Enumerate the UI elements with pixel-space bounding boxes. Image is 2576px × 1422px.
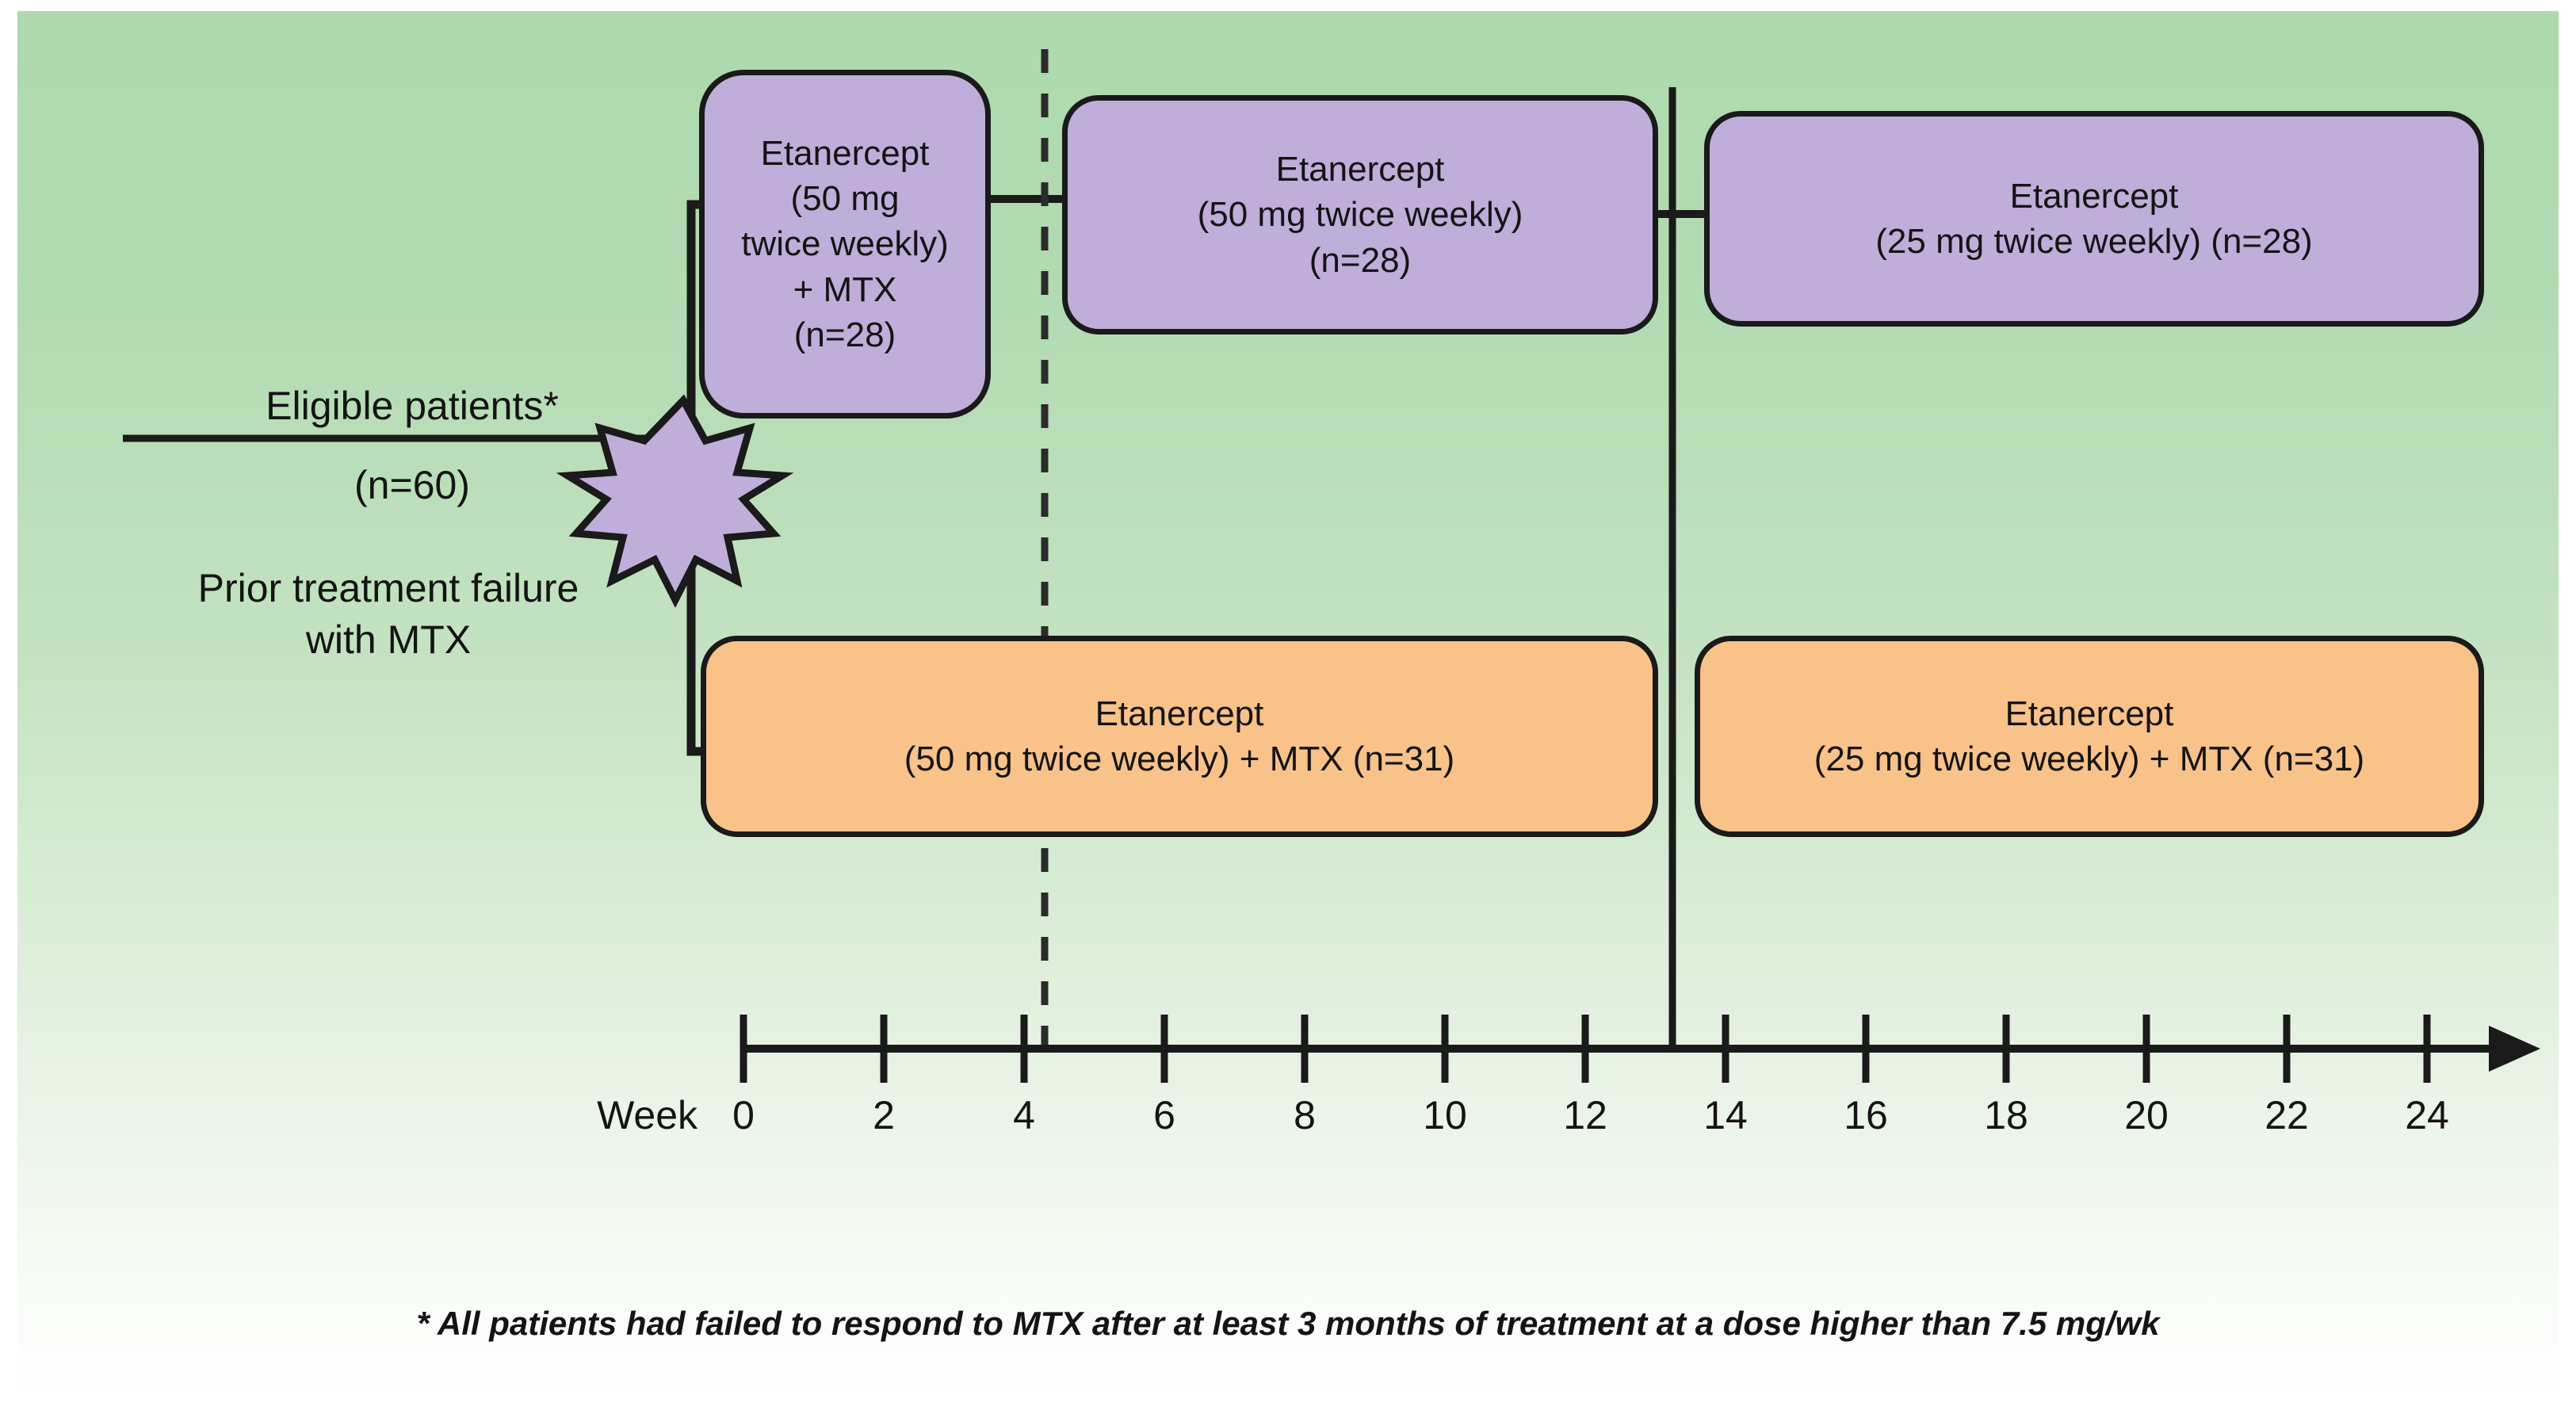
tick-label-2: 2	[873, 1093, 895, 1137]
tick-label-18: 18	[1984, 1093, 2028, 1137]
arm-box-purple-week12-24[interactable]: Etanercept (25 mg twice weekly) (n=28)	[1704, 111, 2484, 327]
timeline-axis	[740, 1015, 2540, 1083]
tick-label-6: 6	[1153, 1093, 1175, 1137]
arm-box-orange-week12-24[interactable]: Etanercept (25 mg twice weekly) + MTX (n…	[1695, 636, 2484, 837]
arm-box-purple-week0-4[interactable]: Etanercept (50 mg twice weekly) + MTX (n…	[699, 70, 991, 419]
tick-label-22: 22	[2265, 1093, 2309, 1137]
tick-label-16: 16	[1844, 1093, 1888, 1137]
eligible-patients-count: (n=60)	[354, 463, 470, 507]
arm-box-purple-week4-12[interactable]: Etanercept (50 mg twice weekly) (n=28)	[1062, 95, 1658, 334]
starburst-icon	[556, 394, 794, 608]
tick-label-24: 24	[2405, 1093, 2449, 1137]
eligible-patients-label: Eligible patients*	[266, 384, 559, 428]
tick-label-12: 12	[1563, 1093, 1607, 1137]
tick-label-8: 8	[1294, 1093, 1316, 1137]
tick-label-4: 4	[1013, 1093, 1035, 1137]
tick-label-14: 14	[1703, 1093, 1748, 1137]
tick-label-0: 0	[732, 1093, 755, 1137]
prior-treatment-failure-label: Prior treatment failure with MTX	[197, 566, 579, 662]
tick-label-10: 10	[1423, 1093, 1467, 1137]
axis-arrowhead	[2489, 1026, 2540, 1072]
tick-label-20: 20	[2124, 1093, 2169, 1137]
timeline-axis-label: Week	[597, 1093, 698, 1137]
footnote-text: * All patients had failed to respond to …	[416, 1305, 2160, 1342]
arm-box-orange-week0-12[interactable]: Etanercept (50 mg twice weekly) + MTX (n…	[701, 636, 1658, 837]
